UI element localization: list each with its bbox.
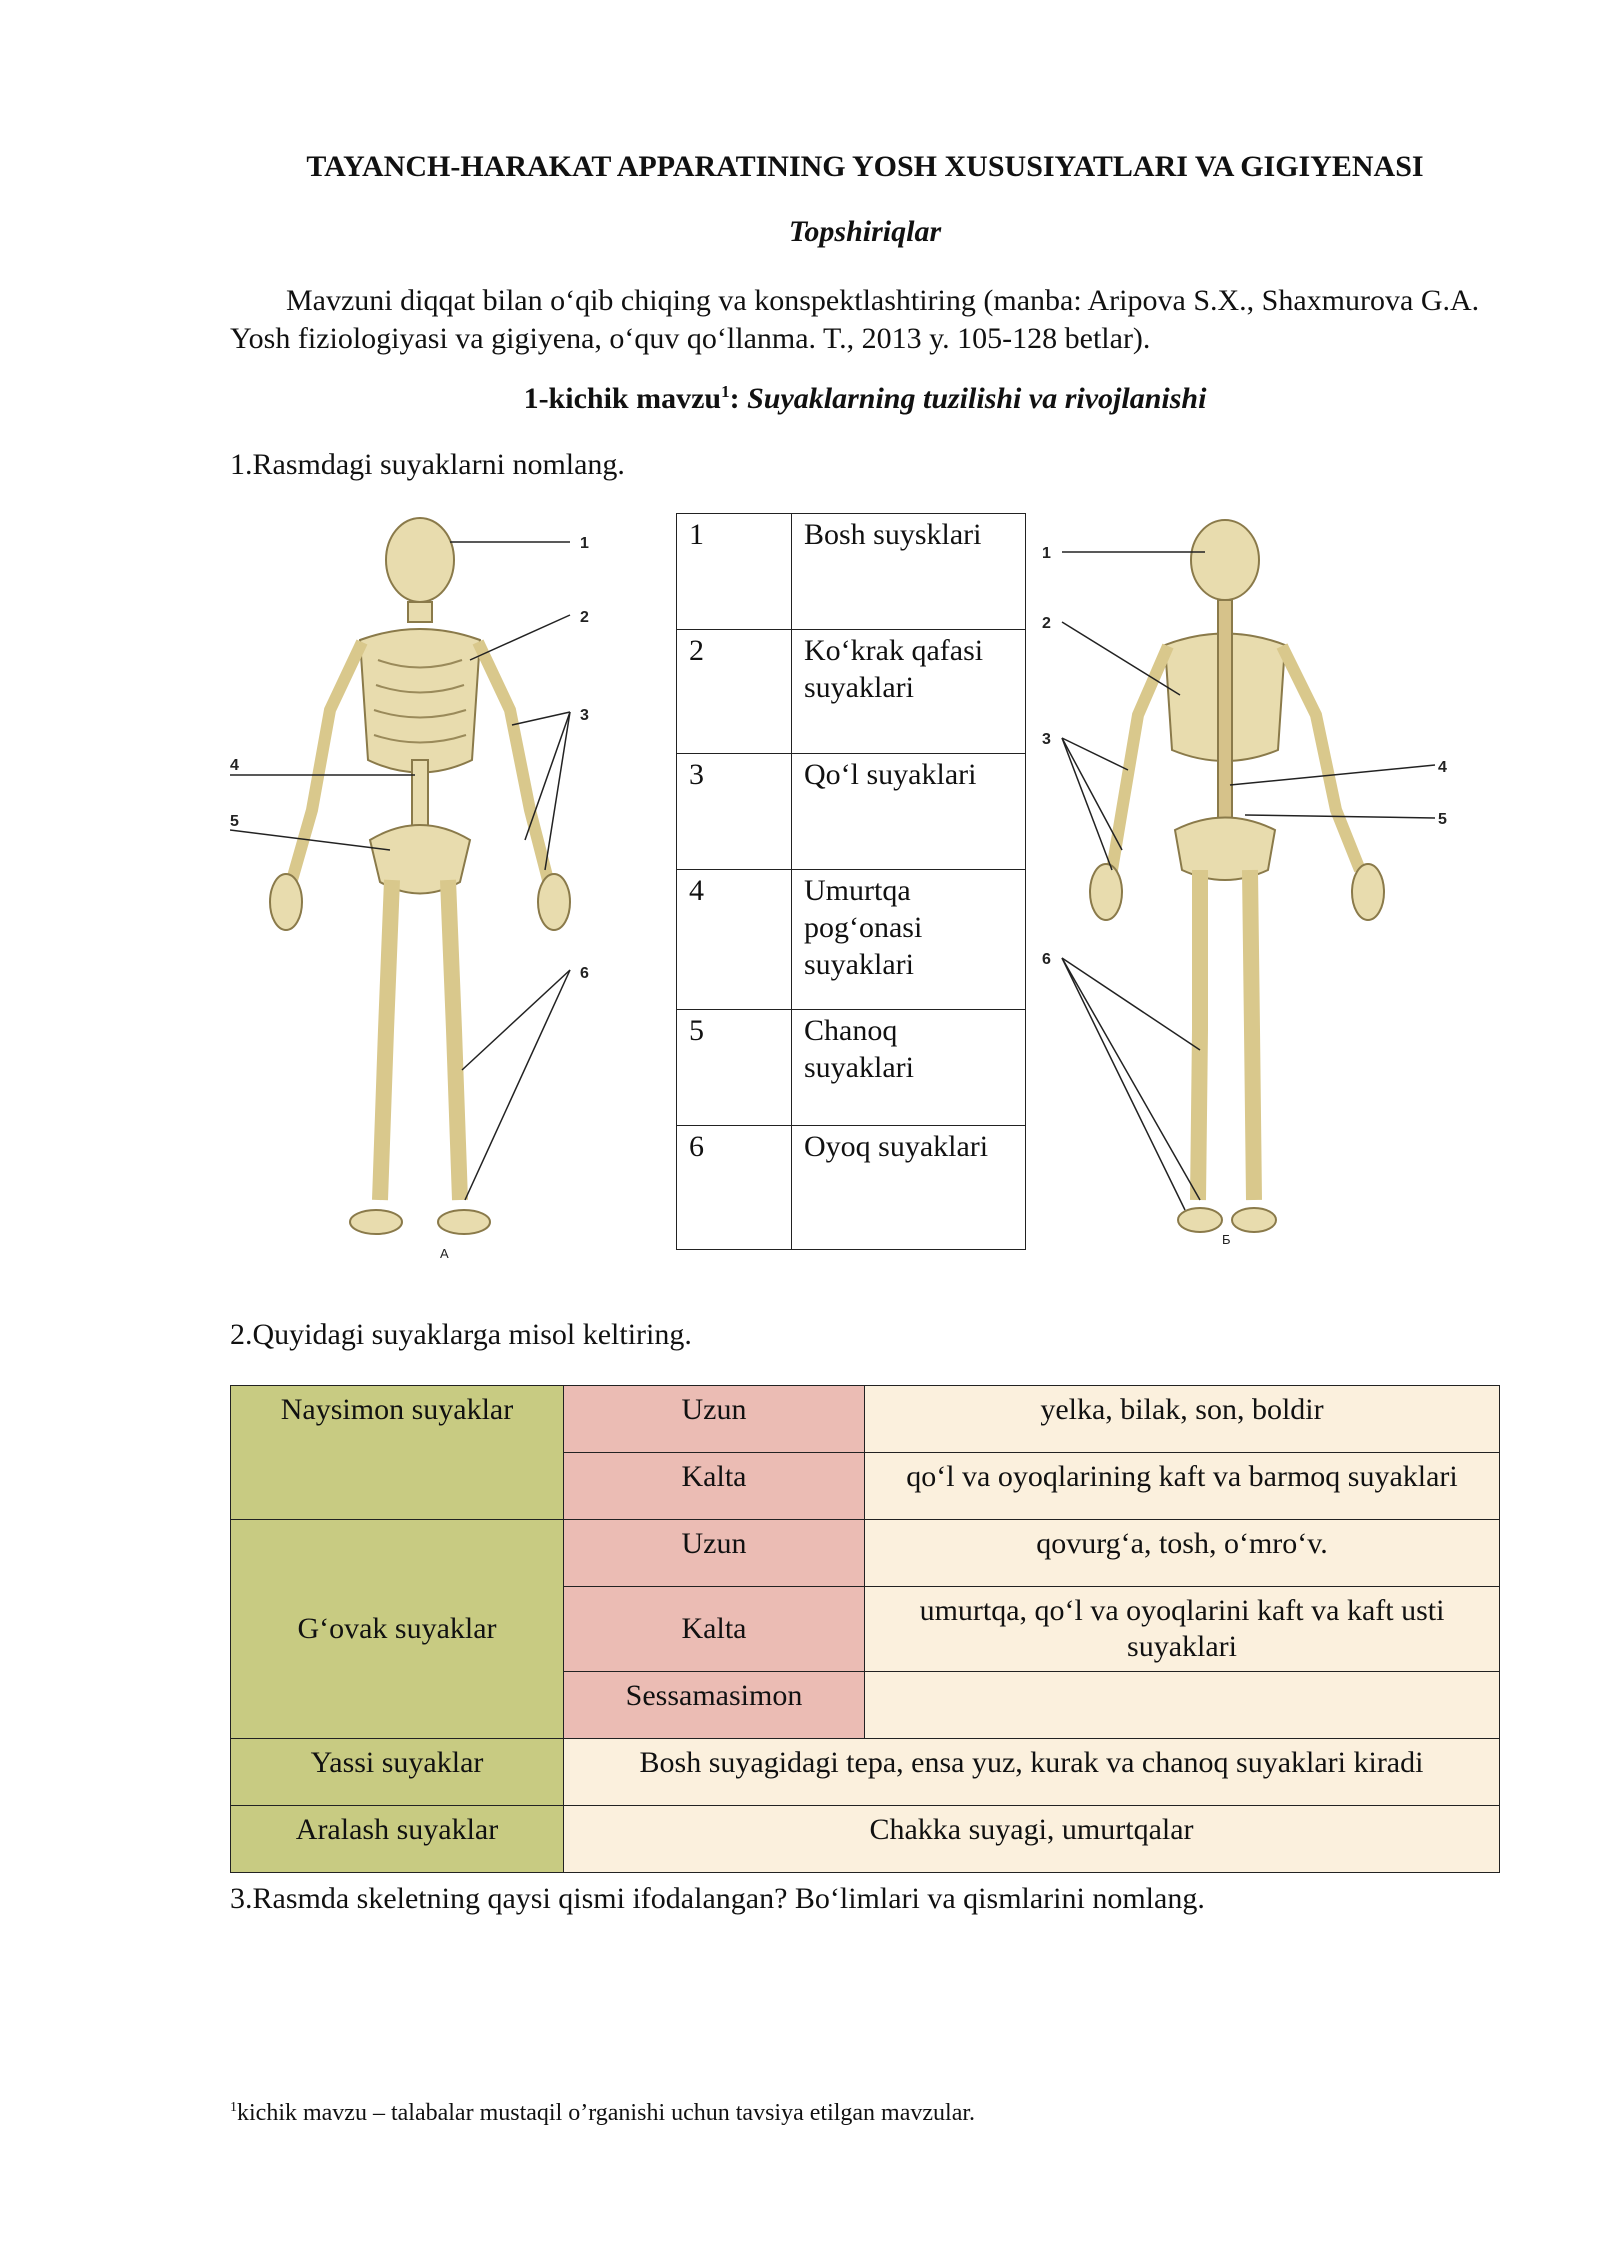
- label-number: 2: [676, 629, 792, 754]
- table-row: G‘ovak suyaklar Uzun qovurg‘a, tosh, o‘m…: [230, 1519, 1500, 1739]
- flat-examples: Bosh suyagidagi tepa, ensa yuz, kurak va…: [563, 1738, 1500, 1806]
- label-number: 5: [676, 1009, 792, 1126]
- footnote-ref: 1: [721, 382, 730, 401]
- subtype-short: Kalta: [563, 1452, 865, 1520]
- sesamoid-examples: [864, 1671, 1500, 1739]
- row-header-flat: Yassi suyaklar: [230, 1738, 564, 1806]
- subtype-sesamoid: Sessamasimon: [563, 1671, 865, 1739]
- row-header-mixed: Aralash suyaklar: [230, 1805, 564, 1873]
- figure-right-label-3: 3: [1042, 731, 1051, 748]
- footnote: 1kichik mavzu – talabalar mustaqil o’rga…: [230, 2100, 975, 2127]
- skeleton-front-figure: 1 2 3 4 5 6 А: [230, 517, 589, 1261]
- label-name: Chanoq suyaklari: [791, 1009, 1026, 1126]
- table-row: Aralash suyaklar Chakka suyagi, umurtqal…: [230, 1805, 1500, 1873]
- figure-right-label-5: 5: [1438, 811, 1447, 828]
- figure-right-label-2: 2: [1042, 615, 1051, 632]
- figure-left-caption: А: [440, 1246, 449, 1261]
- question-2: 2.Quyidagi suyaklarga misol keltiring.: [230, 1318, 692, 1351]
- intro-paragraph: Mavzuni diqqat bilan o‘qib chiqing va ko…: [230, 284, 1480, 355]
- page-title: TAYANCH-HARAKAT APPARATINING YOSH XUSUSI…: [306, 150, 1424, 183]
- figure-right-label-4: 4: [1438, 759, 1447, 776]
- figure-right-label-1: 1: [1042, 545, 1051, 562]
- skeleton-back-figure: 1 2 3 4 5 6 Б: [1042, 519, 1447, 1247]
- subtype-short: Kalta: [563, 1586, 865, 1672]
- page-subtitle: Topshiriqlar: [788, 215, 942, 248]
- footnote-text: kichik mavzu – talabalar mustaqil o’rgan…: [237, 2100, 976, 2126]
- label-name: Qo‘l suyaklari: [791, 753, 1026, 870]
- label-name: Bosh suysklari: [791, 513, 1026, 630]
- label-name: Oyoq suyaklari: [791, 1125, 1026, 1250]
- figure-right-caption: Б: [1222, 1232, 1231, 1247]
- figure-right-label-6: 6: [1042, 951, 1051, 968]
- table-row: Yassi suyaklar Bosh suyagidagi tepa, ens…: [230, 1738, 1500, 1806]
- figure-left-label-6: 6: [580, 965, 589, 982]
- label-number: 4: [676, 869, 792, 1010]
- label-name: Ko‘krak qafasi suyaklari: [791, 629, 1026, 754]
- bone-types-table: Naysimon suyaklar Uzun yelka, bilak, son…: [230, 1385, 1500, 1873]
- figure-left-label-5: 5: [230, 813, 239, 830]
- table-row: Kalta qo‘l va oyoqlarining kaft va barmo…: [231, 1452, 1500, 1520]
- subtype-long: Uzun: [563, 1519, 865, 1587]
- table-row: Naysimon suyaklar Uzun yelka, bilak, son…: [230, 1385, 1500, 1520]
- subtopic-name: Suyaklarning tuzilishi va rivojlanishi: [747, 382, 1207, 415]
- figure-left-label-1: 1: [580, 535, 589, 552]
- subtopic-heading: 1-kichik mavzu1: Suyaklarning tuzilishi …: [230, 382, 1500, 416]
- label-name: Umurtqa pog‘onasi suyaklari: [791, 869, 1026, 1010]
- label-number: 6: [676, 1125, 792, 1250]
- mixed-examples: Chakka suyagi, umurtqalar: [563, 1805, 1500, 1873]
- row-header-tubular: Naysimon suyaklar: [230, 1385, 564, 1520]
- figure-left-label-4: 4: [230, 757, 239, 774]
- subtype-long: Uzun: [563, 1385, 865, 1453]
- tubular-long-examples: yelka, bilak, son, boldir: [864, 1385, 1500, 1453]
- figure-left-label-3: 3: [580, 707, 589, 724]
- spongy-short-examples: umurtqa, qo‘l va oyoqlarini kaft va kaft…: [864, 1586, 1500, 1672]
- figure-left-label-2: 2: [580, 609, 589, 626]
- label-number: 3: [676, 753, 792, 870]
- tubular-short-examples: qo‘l va oyoqlarining kaft va barmoq suya…: [864, 1452, 1500, 1520]
- row-header-spongy: G‘ovak suyaklar: [230, 1519, 564, 1739]
- subtopic-colon: :: [729, 382, 740, 415]
- subtopic-label: 1-kichik mavzu: [523, 382, 722, 415]
- label-number: 1: [676, 513, 792, 630]
- footnote-mark: 1: [230, 2100, 237, 2115]
- question-3: 3.Rasmda skeletning qaysi qismi ifodalan…: [230, 1882, 1205, 1915]
- spongy-long-examples: qovurg‘a, tosh, o‘mro‘v.: [864, 1519, 1500, 1587]
- question-1: 1.Rasmdagi suyaklarni nomlang.: [230, 448, 625, 481]
